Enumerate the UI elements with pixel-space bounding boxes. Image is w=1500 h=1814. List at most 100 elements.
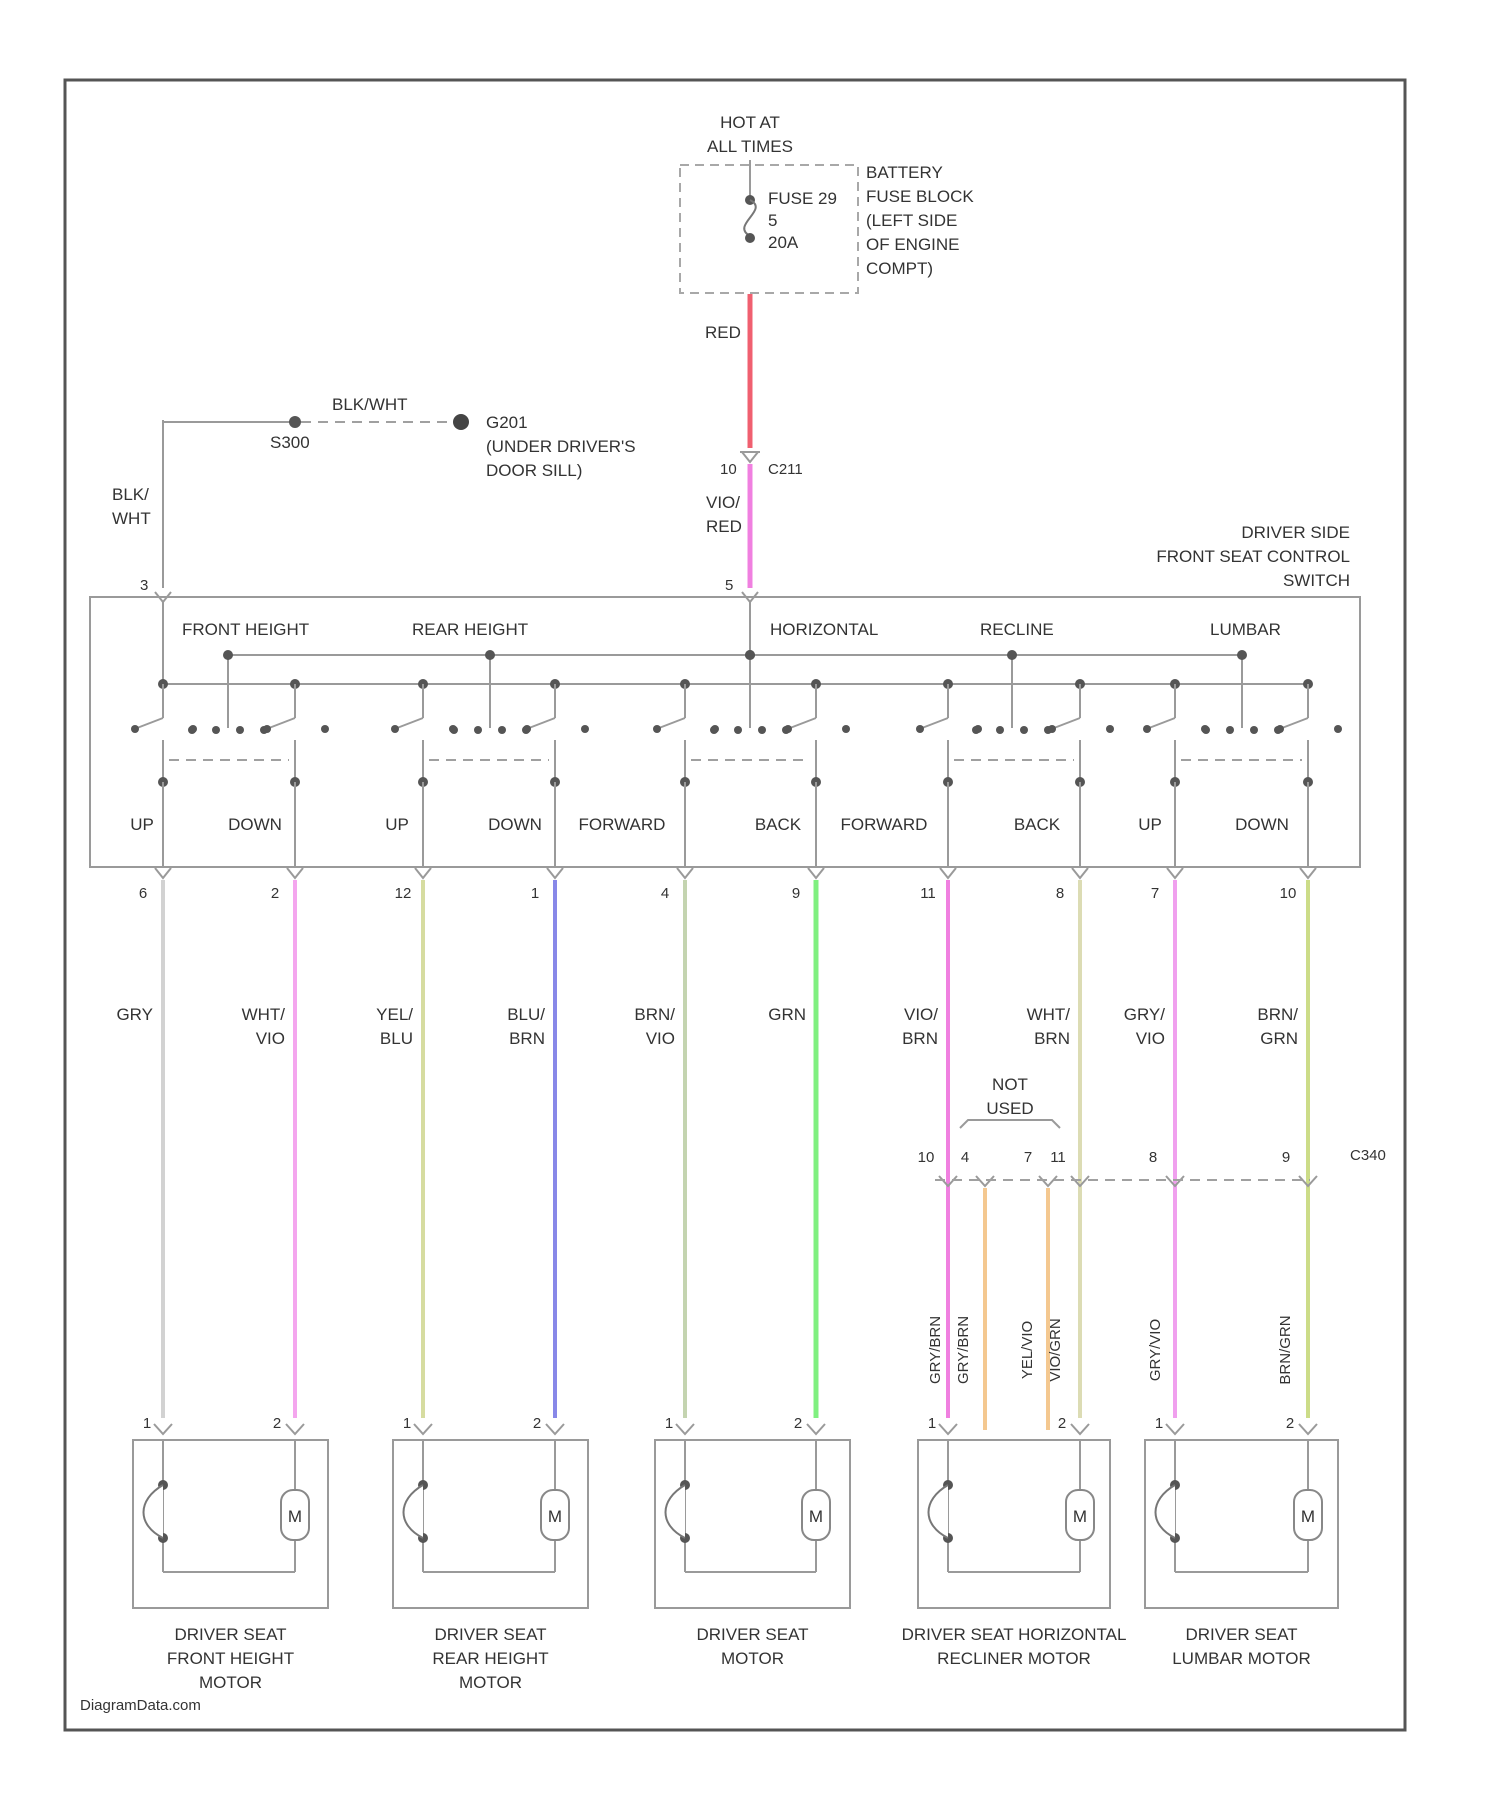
ground-id: G201 — [486, 413, 528, 432]
position-label-3: UP — [385, 815, 409, 834]
wire-label-1a: GRY — [116, 1005, 153, 1024]
switch-terminal-3 — [415, 868, 431, 878]
lower-wire-label-2: GRY/BRN — [955, 1316, 972, 1384]
fuse-bottom-dot — [745, 233, 755, 243]
wire-label-10b: GRN — [1260, 1029, 1298, 1048]
c340-pin-6: 9 — [1282, 1149, 1290, 1166]
switch-terminal-4 — [547, 868, 563, 878]
wire-label-3a: YEL/ — [376, 1005, 413, 1024]
motor-1-breaker-arc — [144, 1485, 164, 1538]
wire-label-7b: BRN — [902, 1029, 938, 1048]
switch-terminal-5 — [677, 868, 693, 878]
motor-layer: 12MDRIVER SEATFRONT HEIGHTMOTOR12MDRIVER… — [133, 1415, 1338, 1692]
motor-5-name-2: LUMBAR MOTOR — [1172, 1649, 1311, 1668]
watermark: DiagramData.com — [80, 1697, 201, 1714]
splice-s300 — [289, 416, 301, 428]
c340-pin-4: 11 — [1050, 1149, 1066, 1166]
position-label-10: DOWN — [1235, 815, 1289, 834]
motor-4-pin-1: 1 — [928, 1415, 936, 1432]
position-label-7: FORWARD — [841, 815, 928, 834]
contact-arm-10 — [1282, 718, 1308, 728]
ground-vert-label-1: BLK/ — [112, 485, 149, 504]
switch-terminal-9 — [1167, 868, 1183, 878]
switch-pin-4: 4 — [661, 885, 669, 902]
ground-desc-1: (UNDER DRIVER'S — [486, 437, 636, 456]
c340-notused-pin-1: 4 — [961, 1149, 969, 1166]
motor-1-name-2: FRONT HEIGHT — [167, 1649, 294, 1668]
center-contact-3-2 — [734, 726, 742, 734]
not-used-bracket — [960, 1120, 1060, 1128]
section-node-4 — [1007, 650, 1017, 660]
c211-id: C211 — [768, 461, 803, 478]
switch-terminal-7 — [940, 868, 956, 878]
switch-terminal-6 — [808, 868, 824, 878]
lower-wire-label-5: GRY/VIO — [1147, 1319, 1164, 1381]
contact-stop-9 — [1201, 725, 1209, 733]
motor-2-breaker-arc — [404, 1485, 424, 1538]
contact-arm-9 — [1149, 718, 1175, 728]
wire-label-9a: GRY/ — [1124, 1005, 1166, 1024]
motor-5-pin-2: 2 — [1286, 1415, 1294, 1432]
contact-pivot-3 — [391, 725, 399, 733]
c340-id: C340 — [1350, 1147, 1386, 1164]
motor-1-terminal-2 — [286, 1424, 304, 1434]
motor-1-pin-2: 2 — [273, 1415, 281, 1432]
contact-stop-6 — [842, 725, 850, 733]
contact-arm-2 — [269, 718, 295, 728]
wire-label-5a: BRN/ — [634, 1005, 675, 1024]
hot-label-1: HOT AT — [720, 113, 780, 132]
section-horizontal: HORIZONTAL — [770, 620, 878, 639]
motor-4-terminal-2 — [1071, 1424, 1089, 1434]
contact-pivot-6 — [784, 725, 792, 733]
section-rear-height: REAR HEIGHT — [412, 620, 528, 639]
motor-2-name-3: MOTOR — [459, 1673, 522, 1692]
vio-red-label-2: RED — [706, 517, 742, 536]
motor-2-name-2: REAR HEIGHT — [432, 1649, 548, 1668]
center-contact-5-3 — [1250, 726, 1258, 734]
motor-3-name-2: MOTOR — [721, 1649, 784, 1668]
motor-4-name-1: DRIVER SEAT HORIZONTAL — [902, 1625, 1127, 1644]
wire-label-3b: BLU — [380, 1029, 413, 1048]
lower-wire-label-4: VIO/GRN — [1047, 1318, 1064, 1381]
contact-pivot-2 — [263, 725, 271, 733]
wire-label-5b: VIO — [646, 1029, 675, 1048]
motor-4-symbol-label: M — [1073, 1507, 1087, 1526]
wire-label-4a: BLU/ — [507, 1005, 545, 1024]
fuse-amps: 20A — [768, 233, 799, 252]
center-contact-1-2 — [212, 726, 220, 734]
center-contact-2-3 — [498, 726, 506, 734]
contact-arm-5 — [659, 718, 685, 728]
center-contact-5-2 — [1226, 726, 1234, 734]
lower-wire-label-3: YEL/VIO — [1019, 1321, 1036, 1379]
switch-pin-11: 11 — [920, 885, 936, 902]
switch-pin-5: 5 — [725, 577, 733, 594]
wire-label-10a: BRN/ — [1257, 1005, 1298, 1024]
position-label-1: UP — [130, 815, 154, 834]
c340-notused-pin-2: 7 — [1024, 1149, 1032, 1166]
contact-stop-5 — [711, 725, 719, 733]
fuse-name: FUSE 29 — [768, 189, 837, 208]
motor-2-terminal-2 — [546, 1424, 564, 1434]
splice-label: S300 — [270, 433, 310, 452]
fuse-box-label-1: BATTERY — [866, 163, 943, 182]
contact-arm-3 — [397, 718, 423, 728]
c340-pin-1: 10 — [918, 1149, 935, 1166]
contact-stop-3 — [449, 725, 457, 733]
vio-red-label-1: VIO/ — [706, 493, 740, 512]
switch-pin-10: 10 — [1280, 885, 1297, 902]
wire-label-6a: GRN — [768, 1005, 806, 1024]
wire-layer: 6GRY2WHT/VIO12YEL/BLU1BLU/BRN4BRN/VIO9GR… — [116, 868, 1317, 1430]
contact-stop-1 — [189, 725, 197, 733]
switch-terminal-8 — [1072, 868, 1088, 878]
center-contact-4-3 — [1020, 726, 1028, 734]
not-used-label-2: USED — [986, 1099, 1033, 1118]
center-contact-1-3 — [236, 726, 244, 734]
section-front-height: FRONT HEIGHT — [182, 620, 309, 639]
fuse-box-label-5: COMPT) — [866, 259, 933, 278]
motor-1-name-1: DRIVER SEAT — [174, 1625, 286, 1644]
section-node-1 — [223, 650, 233, 660]
motor-4-pin-2: 2 — [1058, 1415, 1066, 1432]
contact-stop-8 — [1106, 725, 1114, 733]
motor-3-terminal-1 — [676, 1424, 694, 1434]
contact-stop-10 — [1334, 725, 1342, 733]
